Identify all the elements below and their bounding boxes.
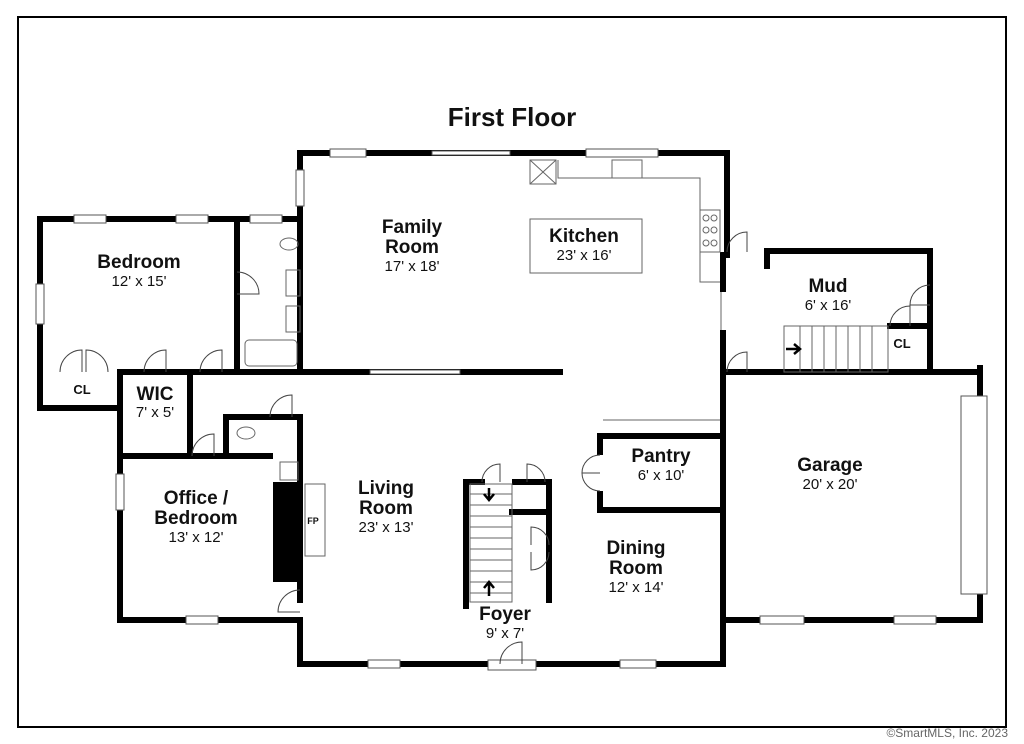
bathroom-fixtures <box>236 237 301 481</box>
family-room-label-line2: Room <box>385 237 439 258</box>
dining-room-dimensions: 12' x 14' <box>609 579 664 596</box>
foyer-label: Foyer <box>479 604 531 625</box>
closet-left-label: CL <box>73 382 90 397</box>
wic-label: WIC <box>137 384 174 405</box>
walls <box>37 150 983 667</box>
bedroom-dimensions: 12' x 15' <box>112 273 167 290</box>
dining-room-label-line2: Room <box>609 558 663 579</box>
closet-right-label: CL <box>893 336 910 351</box>
copyright-notice: ©SmartMLS, Inc. 2023 <box>886 726 1008 740</box>
frame-border <box>17 16 1007 728</box>
family-room-label-line1: Family <box>382 217 443 238</box>
garage-label: Garage <box>797 455 862 476</box>
kitchen-dimensions: 23' x 16' <box>557 247 612 264</box>
kitchen-label: Kitchen <box>549 226 619 247</box>
mud-room-dimensions: 6' x 16' <box>805 297 852 314</box>
mud-room-label: Mud <box>808 276 847 297</box>
pantry-label: Pantry <box>631 446 691 467</box>
doors <box>59 231 931 665</box>
foyer-dimensions: 9' x 7' <box>486 625 524 642</box>
garage-dimensions: 20' x 20' <box>803 476 858 493</box>
stairs <box>469 325 889 603</box>
living-room-label-line2: Room <box>359 498 413 519</box>
office-label-line1: Office / <box>164 488 229 509</box>
office-label-line2: Bedroom <box>154 508 237 529</box>
living-room-label-line1: Living <box>358 478 414 499</box>
living-room-dimensions: 23' x 13' <box>359 519 414 536</box>
dining-room-label-line1: Dining <box>606 538 665 559</box>
fireplace-label: FP <box>307 516 319 526</box>
family-room-dimensions: 17' x 18' <box>385 258 440 275</box>
office-dimensions: 13' x 12' <box>169 529 224 546</box>
hearth <box>304 483 326 557</box>
bedroom-label: Bedroom <box>97 252 180 273</box>
wic-dimensions: 7' x 5' <box>136 404 174 421</box>
pantry-dimensions: 6' x 10' <box>638 467 685 484</box>
windows <box>35 148 988 671</box>
kitchen-fixtures <box>529 159 721 283</box>
fireplace-block <box>273 482 300 582</box>
floor-title: First Floor <box>448 102 577 132</box>
